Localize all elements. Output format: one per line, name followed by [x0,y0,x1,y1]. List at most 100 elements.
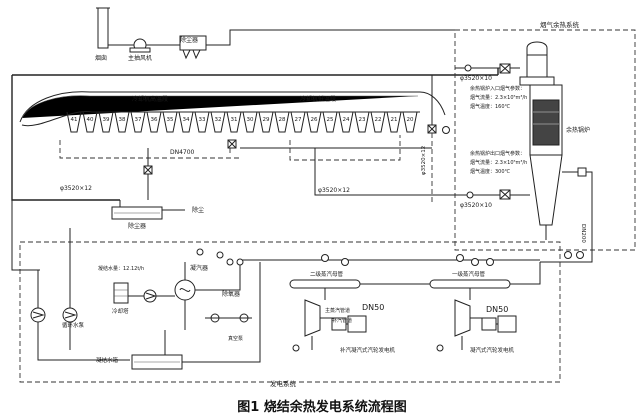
cooler-hopper [210,111,226,133]
damper-valve-2 [143,165,153,175]
cooler-hopper-number: 40 [87,117,94,123]
hot-well [131,354,183,370]
hot-well-label: 凝结水箱 [96,356,119,364]
boiler-param-3: 烟气温度：160℃ [470,103,511,110]
gauge-8 [486,258,494,266]
pipe-mid-label: φ3520×12 [421,146,427,175]
boiler-label: 余热锅炉 [566,126,590,134]
gauge-13 [576,251,584,259]
gauge-5 [321,254,329,262]
pipe-top-label: φ3520×10 [460,75,492,82]
cooler-hopper [402,111,418,133]
cooler-hopper [274,111,290,133]
circulating-pump-1 [30,307,46,323]
cooling-tower [113,282,129,304]
cooler-hopper-number: 32 [215,117,222,123]
cooler-hopper-number: 31 [231,117,238,123]
gauge-3 [236,258,244,266]
damper-valve-1 [227,139,237,149]
damper-valve-3 [427,124,437,134]
lp-steam-header [429,279,511,289]
gauge-6 [456,254,464,262]
dn4700-label: DN4700 [170,149,195,156]
gauge-1 [216,251,224,259]
cooler-hopper [226,111,242,133]
hp-steam-header [289,279,361,289]
turbine1-label: 补汽凝汽式汽轮发电机 [340,346,396,354]
cooler-hopper-number: 28 [279,117,286,123]
cooler-hopper-number: 24 [343,117,350,123]
cooler-hopper [98,111,114,133]
figure-caption: 图1 烧结余热发电系统流程图 [237,400,407,415]
cooler-high-label: 冷却机高温段 [132,95,168,103]
cooler-hopper [130,111,146,133]
pump-label: 循环水泵 [62,321,85,329]
steam-drum [548,167,593,263]
cooler-hopper [306,111,322,133]
lp-header-label: 一级蒸汽母管 [452,270,486,278]
cooler-hopper [290,111,306,133]
turbine-1 [304,299,367,337]
gauge-7 [471,258,479,266]
mixing-tank [111,206,163,220]
boiler-inlet-valve [499,63,511,74]
condenser-label: 凝汽器 [190,264,208,272]
main-fan-label: 主抽风机 [128,54,152,62]
cooler-hopper [338,111,354,133]
cooler-hopper-number: 23 [359,117,366,123]
cooler-hopper-number: 27 [295,117,302,123]
cooler-hopper [322,111,338,133]
cooler-hopper-number: 34 [183,117,190,123]
cooler-hopper-number: 22 [375,117,382,123]
power-system-boundary [19,241,561,383]
pipe-bottom-label: φ3520×12 [318,187,350,194]
gauge-12 [564,251,572,259]
cooler-hopper [162,111,178,133]
cooler-hopper [178,111,194,133]
boiler-param-4: 余热锅炉出口烟气参数： [470,150,525,157]
gauge-2 [226,258,234,266]
cooler-hopper [146,111,162,133]
turbine-2 [454,299,517,337]
turbine1-dn-label: DN50 [362,303,384,312]
gauge-4 [196,248,204,256]
cooler-hopper [194,111,210,133]
dust-label: 除尘 [192,206,204,214]
boiler-param-5: 烟气流量：2.3×10⁵m³/h [470,159,527,166]
precipitator [179,35,207,60]
cooling-tower-label: 冷却塔 [112,307,129,315]
cooler-hopper-number: 41 [71,117,78,123]
cooler-hopper [82,111,98,133]
cooler-hopper-number: 36 [151,117,158,123]
turbine2-label: 凝汽式汽轮发电机 [470,346,515,354]
cooler-hopper [242,111,258,133]
cooler-hopper [66,111,82,133]
deaerator-label: 除氧器 [222,290,240,298]
pipe-vertical-label: DN200 [580,224,586,243]
chimney [96,7,110,49]
cooler-hopper-number: 20 [407,117,414,123]
boiler-param-2: 烟气流量：2.3×10⁵m³/h [470,94,527,101]
exhaust-system-boundary [454,29,636,251]
gauge-9 [341,258,349,266]
steam-label-1: 主蒸汽管道 [325,307,350,314]
turbine2-dn-label: DN50 [486,305,508,314]
precipitator-label: 除尘器 [180,36,198,44]
condenser [174,279,196,301]
waste-heat-boiler [519,41,563,240]
cooler-hopper [386,111,402,133]
cooler-hopper [258,111,274,133]
vacuum-pump-label: 真空泵 [228,335,243,342]
cooler-hopper-number: 26 [311,117,318,123]
power-system-label: 发电系统 [270,379,297,388]
cooler-low-label: 冷却机低温段 [300,95,336,103]
pipe-left-label: φ3520×12 [60,185,92,192]
cooler-hopper-number: 37 [135,117,142,123]
cooler-hopper-number: 35 [167,117,174,123]
gauge-10 [436,344,444,352]
cooler-hopper-number: 38 [119,117,126,123]
cooler-hopper [354,111,370,133]
boiler-param-6: 烟气温度：300℃ [470,168,511,175]
